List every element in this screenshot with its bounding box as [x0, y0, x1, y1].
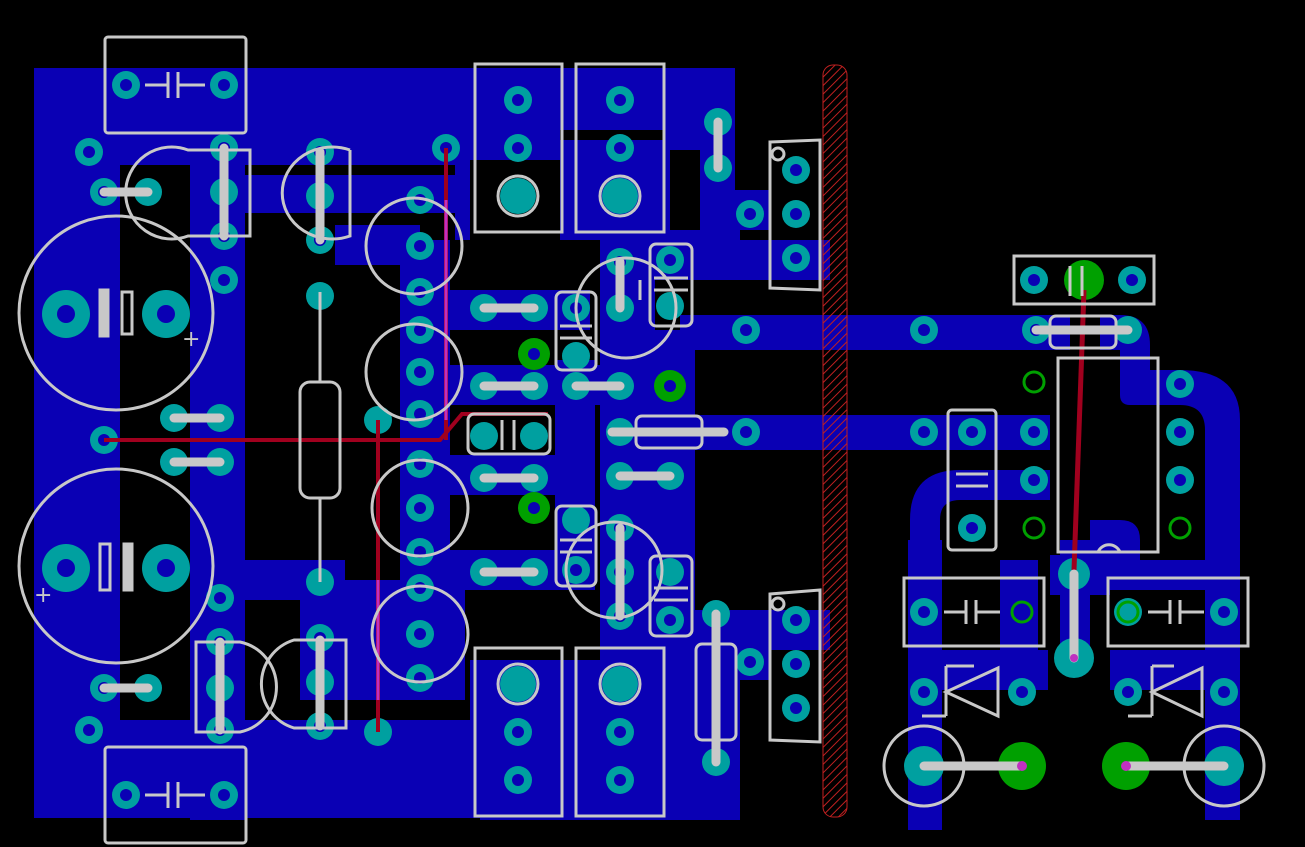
capacitor-outline — [466, 412, 552, 456]
transistor-outline — [564, 520, 664, 620]
transistor-outline — [364, 196, 464, 296]
transistor-outline — [194, 640, 278, 734]
regulator-hole — [598, 174, 642, 218]
regulator-outline — [473, 646, 564, 818]
regulator-outline — [574, 646, 666, 818]
pad-outline[interactable] — [1010, 600, 1034, 624]
pad-outline[interactable] — [1022, 370, 1046, 394]
pin1-marker — [770, 596, 786, 612]
pin1-marker — [770, 146, 786, 162]
pad-outline[interactable] — [1022, 516, 1046, 540]
pad[interactable] — [500, 666, 536, 702]
pad[interactable] — [602, 666, 638, 702]
pad[interactable] — [562, 506, 590, 534]
capacitor-symbol-icon — [1148, 600, 1204, 624]
polarity-plus-upper: + — [182, 327, 200, 352]
regulator-hole — [496, 174, 540, 218]
transistor-outline — [574, 256, 678, 360]
ic-notch — [1096, 543, 1122, 553]
jumper-links — [99, 117, 1229, 771]
pad[interactable] — [562, 342, 590, 370]
capacitor-outline — [554, 504, 598, 588]
electrolytic-plate — [98, 288, 110, 338]
pad[interactable] — [520, 422, 548, 450]
capacitor-symbol-icon — [145, 782, 205, 808]
vias — [1017, 654, 1131, 771]
trace-curve-right — [1100, 315, 1240, 820]
capacitor-symbol-icon — [944, 600, 1000, 624]
regulator-hole — [598, 662, 642, 706]
keepout-zone — [822, 64, 848, 818]
capacitor-outline — [902, 576, 1046, 648]
top-trace-4 — [1071, 289, 1087, 571]
trace-curve-left — [910, 470, 1050, 560]
pad[interactable] — [470, 422, 498, 450]
capacitor-outline — [946, 408, 998, 552]
transistor-tab-outline — [768, 588, 822, 744]
transistor-tab-outline — [768, 138, 822, 292]
transistor-outline — [124, 145, 252, 241]
capacitor-outline — [103, 745, 248, 845]
diode-symbol-icon — [1128, 664, 1204, 719]
pad[interactable] — [656, 292, 684, 320]
capacitor-symbol-icon — [145, 72, 205, 98]
ground-pour-left — [34, 68, 735, 818]
pad-outline[interactable] — [1116, 600, 1140, 624]
polarity-plus-lower: + — [34, 583, 52, 608]
capacitor-outline — [648, 242, 694, 328]
capacitor-outline — [1106, 576, 1250, 648]
regulator-hole — [496, 662, 540, 706]
ic-outline — [1056, 356, 1160, 554]
electrolytic-plate — [122, 542, 134, 592]
electrolytic-plate — [98, 542, 112, 592]
pad[interactable] — [602, 178, 638, 214]
transistor-outline — [370, 458, 470, 558]
electrolytic-capacitor-outline — [17, 214, 215, 412]
pad-green[interactable] — [1064, 260, 1104, 300]
pad-outline[interactable] — [1168, 516, 1192, 540]
capacitor-outline — [1012, 254, 1156, 306]
electrolytic-plate — [120, 290, 134, 336]
diode-symbol-icon — [922, 664, 1000, 719]
pad[interactable] — [500, 178, 536, 214]
transistor-outline — [260, 638, 348, 730]
capacitor-outline — [554, 290, 598, 372]
regulator-outline — [574, 62, 666, 234]
transistor-outline — [364, 322, 464, 422]
small-cap-marks — [500, 266, 1084, 602]
transistor-outline — [370, 584, 470, 684]
silkscreen-layer — [17, 35, 1266, 845]
regulator-outline — [473, 62, 564, 234]
capacitor-outline — [648, 554, 694, 638]
capacitor-outline — [103, 35, 248, 135]
electrolytic-capacitor-outline — [17, 467, 215, 665]
trace-right-horizontal — [1090, 520, 1215, 590]
